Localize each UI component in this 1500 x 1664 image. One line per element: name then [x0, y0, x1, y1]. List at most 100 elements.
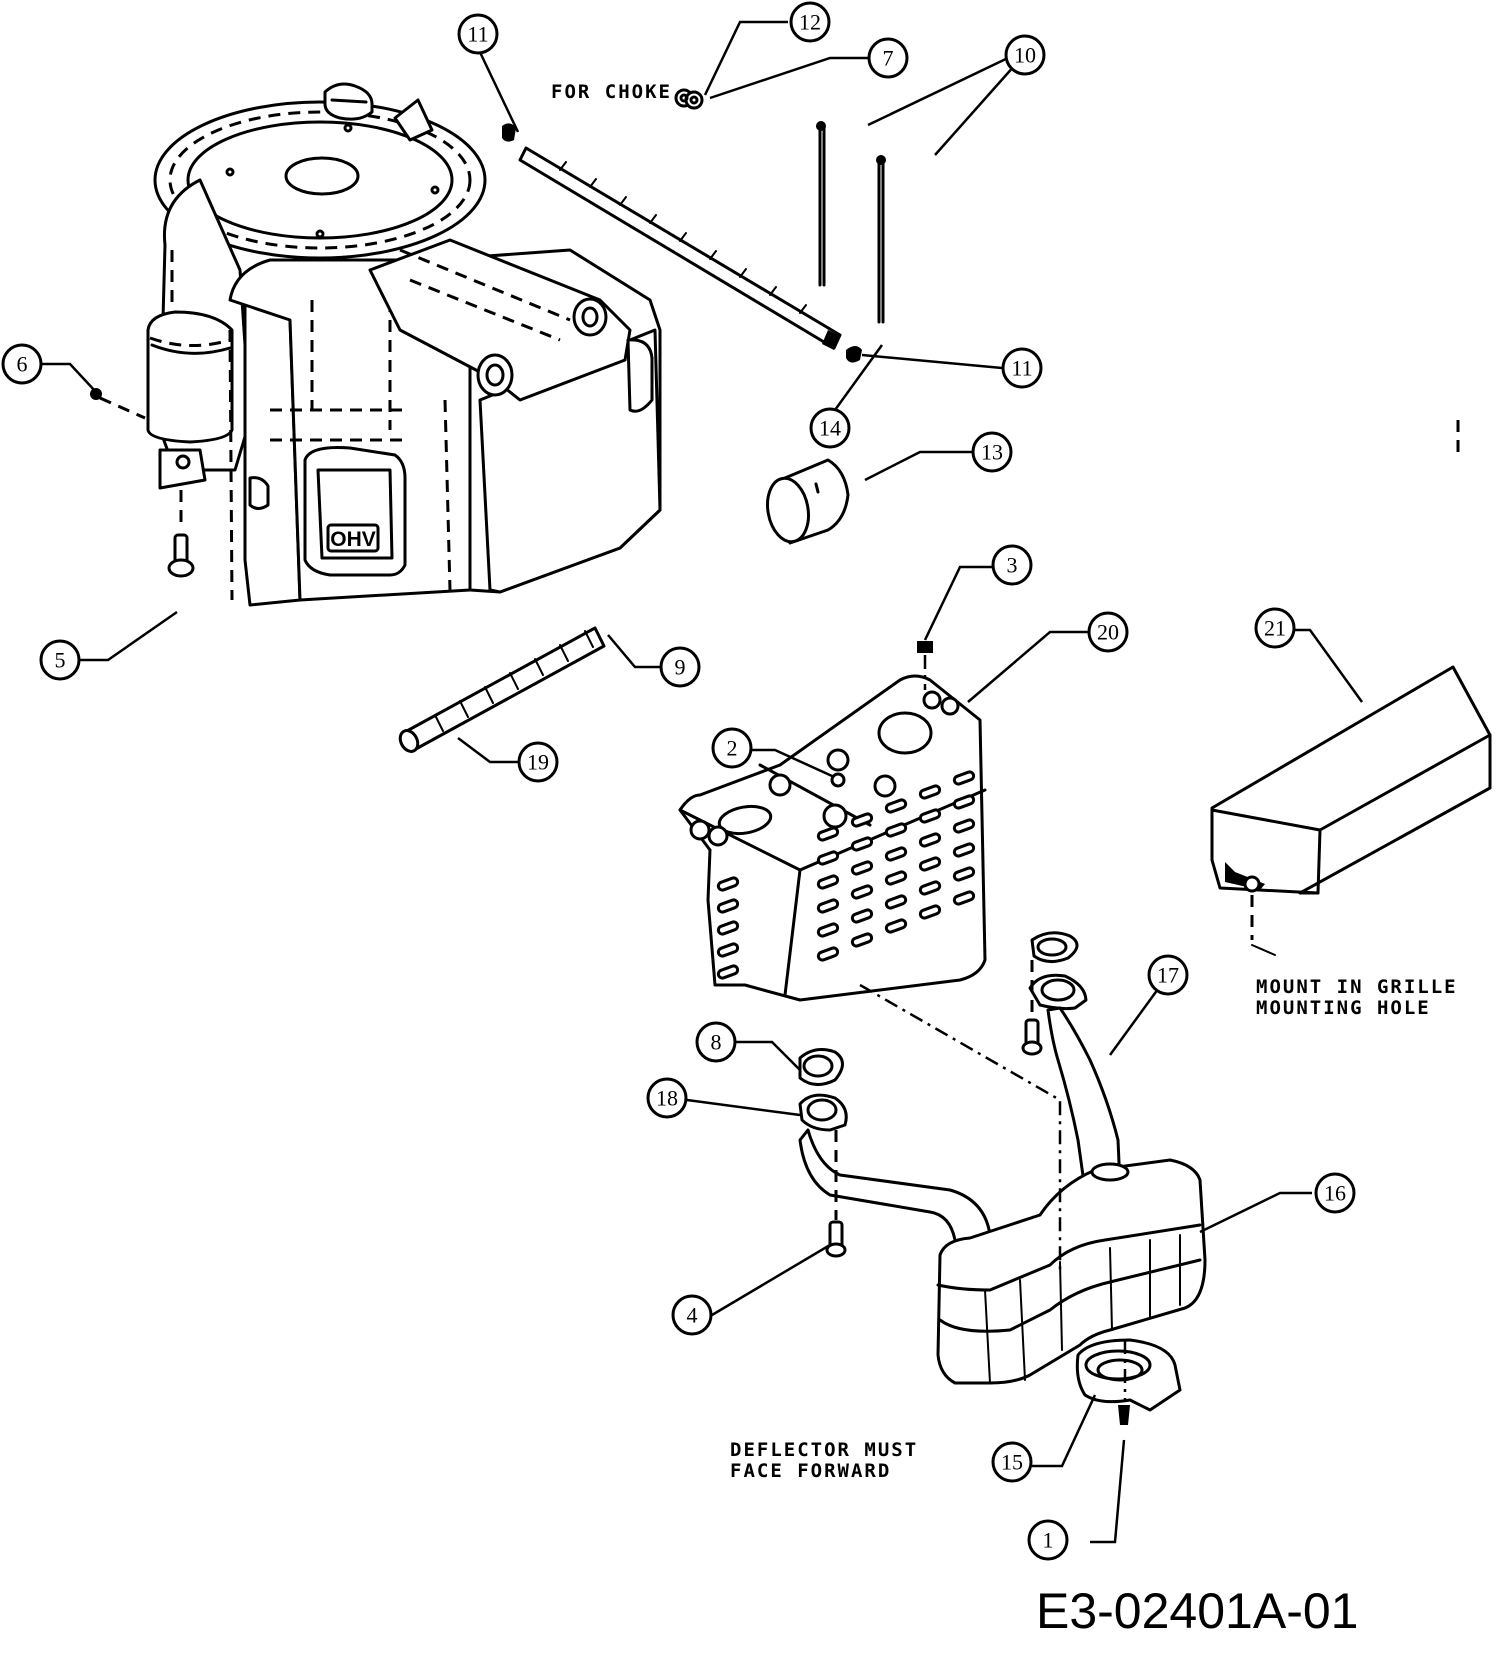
callout-3: 3	[991, 544, 1033, 586]
callout-number: 20	[1097, 620, 1119, 645]
vent-slot	[816, 946, 840, 962]
callout-circle	[1027, 1519, 1069, 1561]
callout-8: 8	[695, 1021, 737, 1063]
callout-14: 14	[809, 407, 851, 449]
callout-number: 7	[883, 46, 894, 71]
callout-16: 16	[1314, 1172, 1356, 1214]
vent-slot	[716, 964, 740, 980]
muffler	[936, 1158, 1207, 1385]
callout-20: 20	[1087, 611, 1129, 653]
vent-slot	[918, 784, 942, 800]
bolt-5	[167, 490, 195, 578]
callout-number: 4	[687, 1303, 698, 1328]
clamp-11a	[502, 123, 516, 142]
vent-slot	[884, 894, 908, 910]
fuel-line-14	[518, 146, 842, 350]
vent-slot	[884, 798, 908, 814]
callout-19: 19	[517, 741, 559, 783]
callout-circle	[809, 407, 851, 449]
note-grille-line-1: MOUNT IN GRILLE	[1256, 976, 1458, 998]
callout-circle	[39, 639, 81, 681]
note-deflector-line-1: DEFLECTOR MUST	[730, 1439, 919, 1461]
callout-circle	[991, 1441, 1033, 1483]
callout-number: 11	[467, 22, 488, 47]
exhaust-pipe-17	[1028, 973, 1122, 1196]
fuel-filter	[766, 458, 850, 545]
figure-id: E3-02401A-01	[1036, 1583, 1359, 1639]
note-deflector-line-2: FACE FORWARD	[730, 1460, 892, 1482]
vent-slot	[884, 870, 908, 886]
vent-slot	[816, 922, 840, 938]
callout-circle	[1254, 607, 1296, 649]
vent-slot	[850, 836, 874, 852]
vent-slot	[884, 918, 908, 934]
callout-number: 16	[1324, 1181, 1346, 1206]
vent-slot	[716, 876, 740, 892]
callout-circle	[1001, 347, 1043, 389]
callout-number: 18	[656, 1086, 678, 1111]
vent-slot	[952, 770, 976, 786]
bolt-4	[825, 1130, 847, 1258]
callout-11: 11	[457, 13, 499, 55]
callout-number: 1	[1043, 1528, 1054, 1553]
vent-slot	[952, 866, 976, 882]
vent-slot	[850, 884, 874, 900]
callout-number: 15	[1001, 1450, 1023, 1475]
callout-circle	[1147, 954, 1189, 996]
note-for-choke: FOR CHOKE	[551, 81, 672, 103]
vent-slot	[716, 898, 740, 914]
callout-circle	[1, 343, 43, 385]
vent-slot	[884, 822, 908, 838]
choke-clips	[674, 88, 704, 110]
vent-slot	[952, 842, 976, 858]
callout-7: 7	[867, 37, 909, 79]
callout-circle	[517, 741, 559, 783]
callout-13: 13	[971, 431, 1013, 473]
vent-slot	[850, 812, 874, 828]
callout-number: 5	[55, 648, 66, 673]
callout-number: 3	[1007, 553, 1018, 578]
callout-circle	[659, 646, 701, 688]
vent-slot	[918, 832, 942, 848]
callout-number: 14	[819, 416, 841, 441]
gasket-top	[1030, 931, 1079, 963]
vent-slot	[952, 890, 976, 906]
vent-slot	[918, 856, 942, 872]
callout-number: 2	[727, 736, 738, 761]
clamp-11b	[846, 346, 862, 363]
callout-number: 8	[711, 1030, 722, 1055]
vent-slot	[918, 904, 942, 920]
callout-12: 12	[789, 1, 831, 43]
gasket-8	[798, 1048, 844, 1086]
callout-number: 13	[981, 440, 1003, 465]
callout-2: 2	[711, 727, 753, 769]
callout-number: 12	[799, 10, 821, 35]
callout-number: 10	[1014, 43, 1036, 68]
callout-circle	[695, 1021, 737, 1063]
callout-circle	[867, 37, 909, 79]
callout-10: 10	[1004, 34, 1046, 76]
callout-number: 21	[1264, 616, 1286, 641]
callout-circle	[789, 1, 831, 43]
engine-badge: OHV	[330, 528, 376, 551]
vent-slot	[816, 826, 840, 842]
vent-slot	[952, 794, 976, 810]
vent-slot	[850, 932, 874, 948]
vent-slot	[816, 898, 840, 914]
grille-insert	[1210, 665, 1492, 956]
vent-slot	[816, 850, 840, 866]
vent-slot	[918, 808, 942, 824]
callout-11: 11	[1001, 347, 1043, 389]
callout-circle	[711, 727, 753, 769]
callout-9: 9	[659, 646, 701, 688]
callout-circle	[1087, 611, 1129, 653]
callout-5: 5	[39, 639, 81, 681]
callout-number: 9	[675, 655, 686, 680]
callout-17: 17	[1147, 954, 1189, 996]
vent-slot	[918, 880, 942, 896]
vent-slot	[850, 860, 874, 876]
heat-shield	[678, 674, 987, 1002]
callout-number: 6	[17, 352, 28, 377]
